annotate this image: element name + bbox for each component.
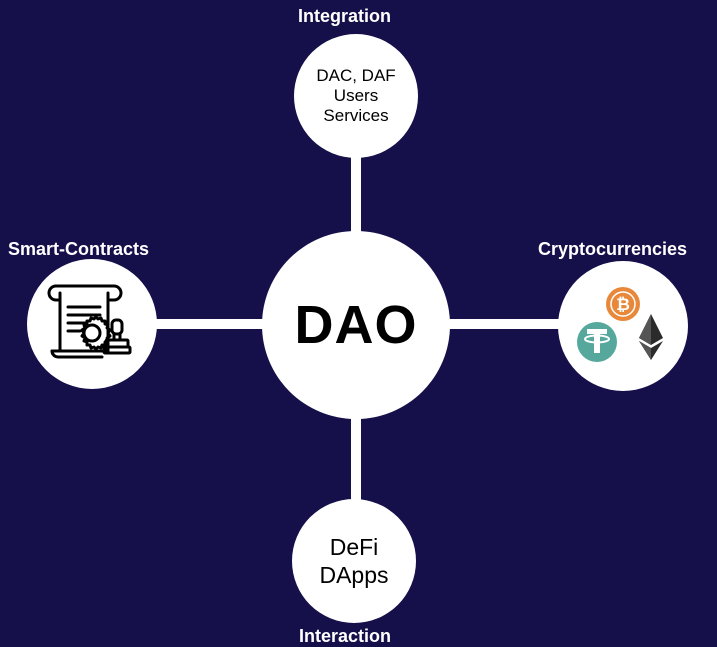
heading-smart-contracts: Smart-Contracts bbox=[8, 239, 150, 259]
smart-contracts-node bbox=[27, 259, 157, 389]
bitcoin-icon: ₿ bbox=[606, 287, 640, 321]
integration-node: DAC, DAF Users Services bbox=[294, 34, 418, 158]
connector-top bbox=[351, 150, 361, 240]
ethereum-icon bbox=[639, 314, 663, 360]
center-label: DAO bbox=[294, 295, 418, 355]
cryptocurrencies-node: ₿ bbox=[558, 261, 688, 391]
crypto-icons-group: ₿ bbox=[569, 286, 677, 366]
contract-with-seal-and-stamp-icon bbox=[42, 280, 142, 368]
interaction-line-1: DeFi bbox=[329, 534, 379, 560]
interaction-line-2: DApps bbox=[319, 562, 389, 588]
heading-interaction: Interaction bbox=[299, 626, 392, 646]
heading-integration: Integration bbox=[298, 6, 391, 26]
connector-left bbox=[150, 319, 270, 329]
svg-text:₿: ₿ bbox=[616, 295, 630, 314]
tether-icon bbox=[577, 322, 617, 362]
integration-line-3: Services bbox=[323, 106, 389, 125]
connector-right bbox=[442, 319, 566, 329]
integration-line-2: Users bbox=[333, 86, 379, 105]
connector-bottom bbox=[351, 410, 361, 510]
integration-line-1: DAC, DAF bbox=[316, 66, 396, 85]
heading-cryptocurrencies: Cryptocurrencies bbox=[538, 239, 688, 259]
interaction-node: DeFi DApps bbox=[292, 499, 416, 623]
center-node-dao: DAO bbox=[262, 231, 450, 419]
